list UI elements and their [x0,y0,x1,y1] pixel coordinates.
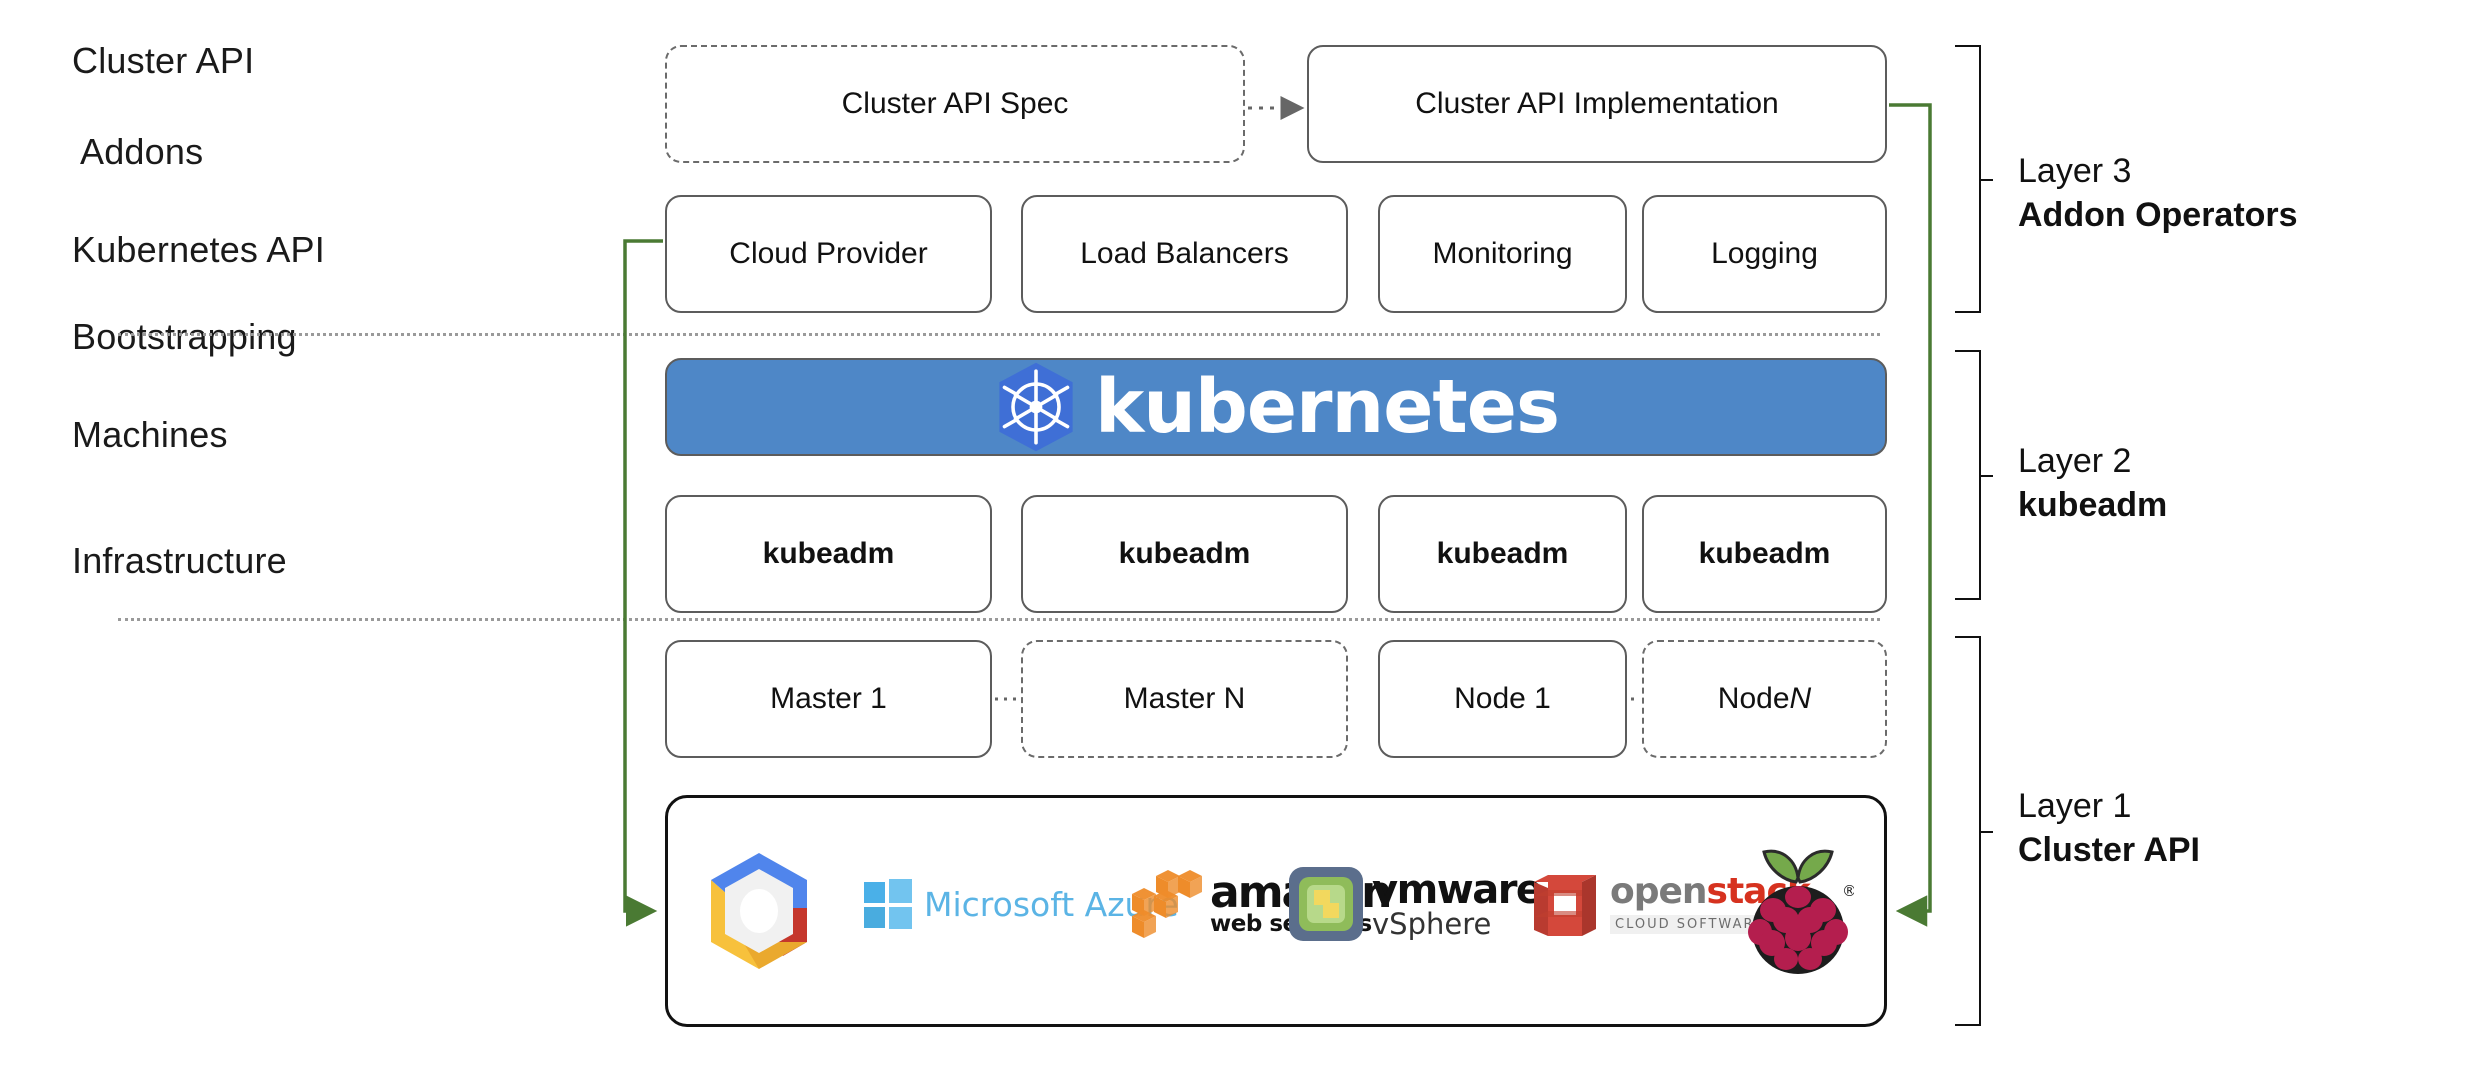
layer-3-title: Layer 3 [2018,152,2132,190]
layer-3-label: Layer 3 Addon Operators [2018,150,2298,237]
addon-label: Monitoring [1432,237,1573,270]
open-label: open [1610,871,1708,912]
bootstrap-label: kubeadm [1698,537,1831,570]
cluster-api-implementation-label: Cluster API Implementation [1415,87,1779,120]
row-label-infrastructure: Infrastructure [72,540,287,581]
bootstrap-label: kubeadm [1118,537,1251,570]
bracket-layer-1 [1955,636,1993,1026]
machine-label: Node 1 [1454,682,1551,715]
vmware-vsphere-logo: vmware vSphere [1288,866,1543,942]
bootstrap-box-2[interactable]: kubeadm [1021,495,1348,613]
layer-1-label: Layer 1 Cluster API [2018,785,2200,872]
cluster-api-spec-box[interactable]: Cluster API Spec [665,45,1245,163]
kubernetes-api-bar: kubernetes [665,358,1887,456]
row-label-kubernetes-api: Kubernetes API [72,229,325,270]
cluster-api-implementation-box[interactable]: Cluster API Implementation [1307,45,1887,163]
vsphere-label: vSphere [1372,906,1492,941]
machine-label-italic: N [1789,682,1812,715]
vmware-label: vmware [1372,866,1543,913]
raspberry-pi-icon: ® [1742,842,1854,976]
addon-box-monitoring[interactable]: Monitoring [1378,195,1627,313]
kubernetes-logo-icon [999,362,1073,452]
layer-1-title: Layer 1 [2018,787,2132,825]
layer-3-name: Addon Operators [2018,195,2298,234]
bootstrap-label: kubeadm [1436,537,1569,570]
bootstrap-box-3[interactable]: kubeadm [1378,495,1627,613]
machine-label: Node [1717,682,1790,715]
microsoft-window-icon [864,879,912,929]
machine-box-node-n[interactable]: Node N [1642,640,1887,758]
layer-2-name: kubeadm [2018,485,2168,524]
addon-box-load-balancers[interactable]: Load Balancers [1021,195,1348,313]
separator-layer3-layer2 [118,333,1880,336]
machine-box-node-1[interactable]: Node 1 [1378,640,1627,758]
layer-1-name: Cluster API [2018,830,2201,869]
machine-box-master-1[interactable]: Master 1 [665,640,992,758]
addon-label: Logging [1711,237,1818,270]
cloud-provider-to-infrastructure-arrow [623,239,663,927]
openstack-cube-icon [1534,875,1596,936]
row-label-machines: Machines [72,414,228,455]
separator-layer2-layer1 [118,618,1880,621]
addon-box-logging[interactable]: Logging [1642,195,1887,313]
google-cloud-platform-icon [700,846,820,976]
bootstrap-box-4[interactable]: kubeadm [1642,495,1887,613]
machine-label: Master 1 [770,682,887,715]
machine-box-master-n[interactable]: Master N [1021,640,1348,758]
vmware-square-icon [1289,867,1363,941]
aws-cubes-icon [1132,870,1202,938]
addon-box-cloud-provider[interactable]: Cloud Provider [665,195,992,313]
row-label-bootstrapping: Bootstrapping [72,316,297,357]
cluster-api-spec-label: Cluster API Spec [841,87,1069,120]
machine-label: Master N [1123,682,1246,715]
row-label-addons: Addons [80,131,204,172]
bootstrap-box-1[interactable]: kubeadm [665,495,992,613]
addon-label: Cloud Provider [729,237,928,270]
addon-label: Load Balancers [1080,237,1289,270]
bracket-layer-3 [1955,45,1993,313]
row-label-cluster-api: Cluster API [72,40,255,81]
layer-2-label: Layer 2 kubeadm [2018,440,2167,527]
kubernetes-wordmark: kubernetes [1094,364,1560,450]
implementation-to-infrastructure-arrow [1889,103,1932,927]
bracket-layer-2 [1955,350,1993,600]
layer-2-title: Layer 2 [2018,442,2132,480]
bootstrap-label: kubeadm [762,537,895,570]
svg-text:®: ® [1842,882,1854,900]
